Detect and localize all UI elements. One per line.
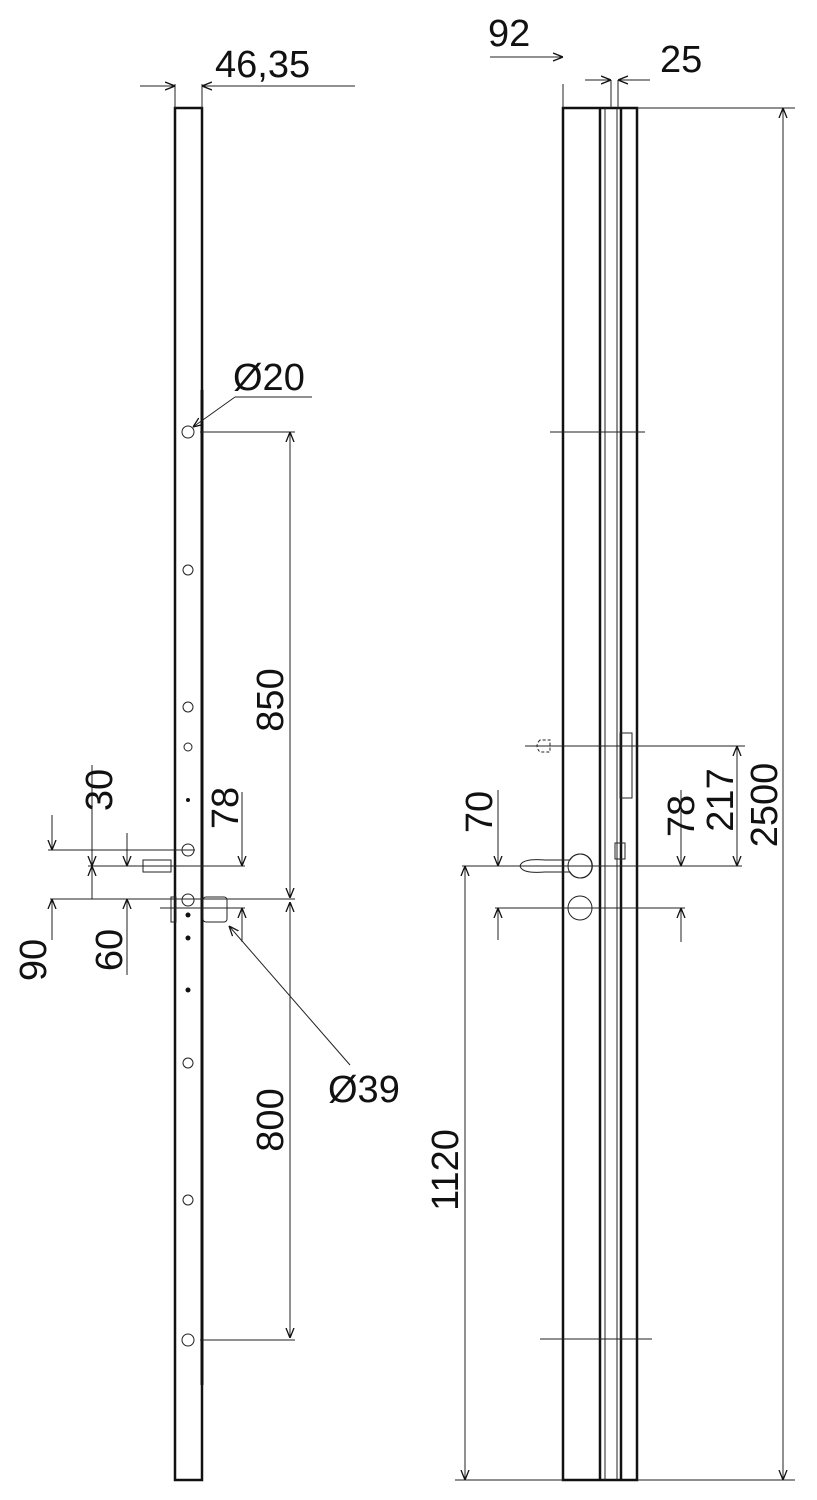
handle-cylinder-label: 70 (459, 791, 501, 833)
hole-diameter-label: Ø20 (233, 357, 305, 399)
hole-icon (182, 1194, 194, 1206)
face-label: 25 (660, 39, 702, 81)
hook-offset-label: 217 (700, 768, 742, 831)
width-label: 46,35 (215, 44, 310, 86)
handle-offset-label: 30 (79, 769, 121, 811)
hole-icon (182, 564, 194, 576)
hole-icon (181, 1333, 195, 1347)
depth-label: 92 (488, 13, 530, 55)
left-holes (181, 425, 195, 1347)
lower-span-label: 800 (250, 1088, 292, 1151)
height-label: 2500 (744, 763, 786, 848)
hole-icon (182, 1057, 194, 1069)
lower-offset-label: 60 (89, 929, 131, 971)
left-lock-bar (173, 84, 204, 1482)
right-dimensions: 92 25 2500 217 70 78 1120 (425, 13, 795, 1481)
hole-icon (181, 893, 195, 907)
hole-icon (181, 425, 195, 439)
cylinder-offset-label: 78 (205, 787, 247, 829)
hole-icon (182, 701, 194, 713)
upper-span-label: 850 (250, 668, 292, 731)
cylinder-diameter-label: Ø39 (328, 1069, 400, 1111)
hole-icon (183, 742, 193, 752)
handle-height-label: 1120 (425, 1129, 467, 1211)
left-handle-cylinder (142, 859, 228, 923)
cylinder-offset-label-right: 78 (661, 795, 703, 837)
right-door-profile (540, 80, 652, 1482)
right-handle (519, 739, 593, 921)
left-dimensions: 46,35 Ø20 850 800 90 30 60 78 Ø39 (13, 44, 400, 1341)
total-offset-label: 90 (13, 939, 55, 981)
